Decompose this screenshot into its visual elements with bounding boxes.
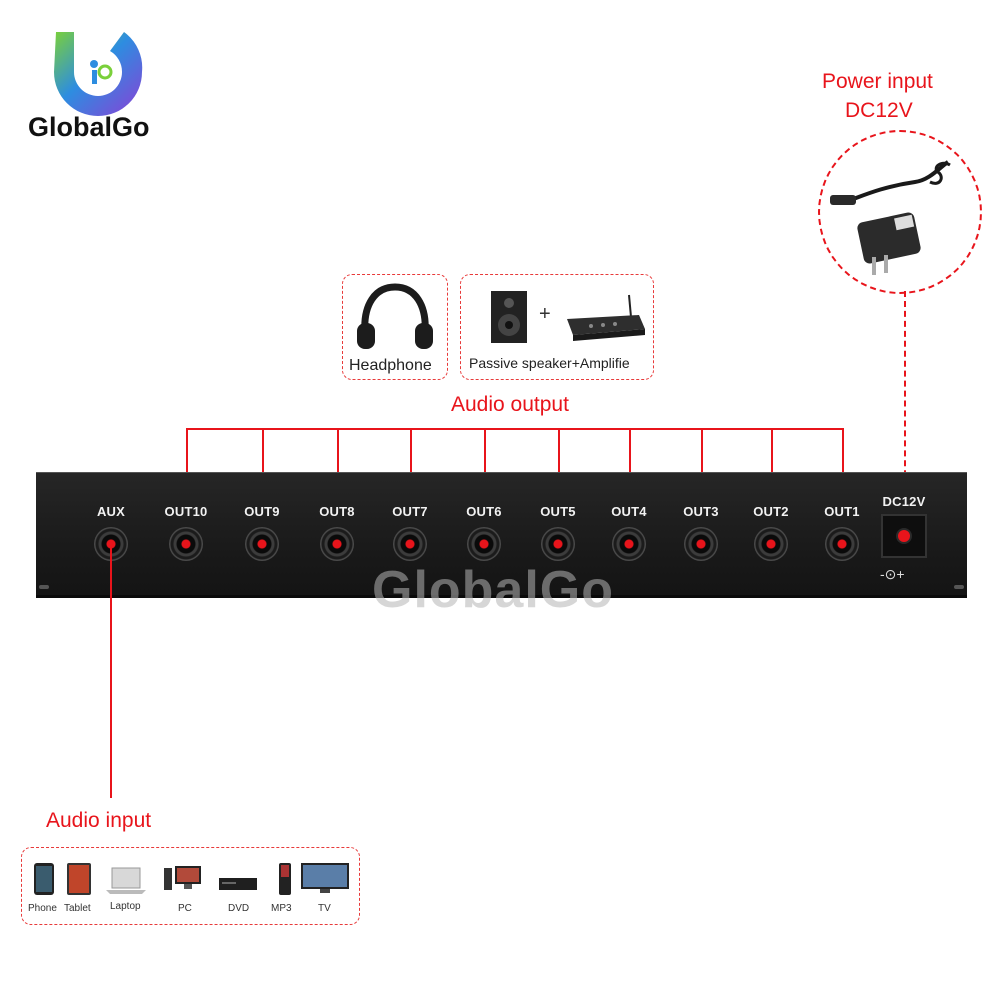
port-label-out3: OUT3 xyxy=(683,504,719,519)
brand-name: GlobalGo xyxy=(28,112,150,142)
source-label-dvd: DVD xyxy=(228,903,250,914)
aux-port-label: AUX xyxy=(96,504,126,519)
source-label-tv: TV xyxy=(318,903,331,914)
jack-out8[interactable] xyxy=(320,527,354,561)
headphone-caption: Headphone xyxy=(349,357,432,374)
jack-out6[interactable] xyxy=(467,527,501,561)
tv-icon xyxy=(301,863,349,893)
audio-sources-box: Phone Tablet Laptop PC DVD MP3 TV xyxy=(21,847,360,925)
dc-power-jack[interactable] xyxy=(881,514,927,558)
laptop-icon xyxy=(106,867,146,894)
port-label-out7: OUT7 xyxy=(392,504,428,519)
source-label-pc: PC xyxy=(178,903,192,914)
aux-input-line xyxy=(110,545,112,798)
port-label-out1: OUT1 xyxy=(824,504,860,519)
jack-out5[interactable] xyxy=(541,527,575,561)
port-label-out6: OUT6 xyxy=(466,504,502,519)
jack-out9[interactable] xyxy=(245,527,279,561)
power-connector-line xyxy=(904,291,906,536)
jack-out1[interactable] xyxy=(825,527,859,561)
dc-power-jack-center xyxy=(898,530,910,542)
source-label-tablet: Tablet xyxy=(64,903,91,914)
jack-out2[interactable] xyxy=(754,527,788,561)
source-label-mp3: MP3 xyxy=(271,903,292,914)
power-input-title: Power input xyxy=(822,70,933,93)
jack-out3[interactable] xyxy=(684,527,718,561)
dc-port-label: DC12V xyxy=(882,494,926,509)
brand-logo: GlobalGo xyxy=(28,20,168,150)
device-screw-left xyxy=(39,585,49,589)
port-label-out4: OUT4 xyxy=(611,504,647,519)
phone-icon xyxy=(34,863,54,895)
device-screw-right xyxy=(954,585,964,589)
headphone-box: Headphone xyxy=(342,274,448,380)
power-adapter-icon xyxy=(830,160,951,275)
dvd-icon xyxy=(219,878,257,890)
audio-input-title: Audio input xyxy=(46,809,152,832)
mp3-icon xyxy=(279,863,291,895)
plus-sign: + xyxy=(539,303,551,325)
amplifier-icon xyxy=(567,294,645,341)
headphone-icon xyxy=(357,283,433,349)
audio-output-title: Audio output xyxy=(451,393,569,416)
source-label-phone: Phone xyxy=(28,903,57,914)
port-label-out2: OUT2 xyxy=(753,504,789,519)
polarity-symbol: -⊙+ xyxy=(880,566,905,582)
port-label-out9: OUT9 xyxy=(244,504,280,519)
speaker-amplifier-box: + Passive speaker+Amplifie xyxy=(460,274,654,380)
speaker-icon xyxy=(491,291,527,343)
source-label-laptop: Laptop xyxy=(110,901,141,912)
port-label-out5: OUT5 xyxy=(540,504,576,519)
power-adapter-circle xyxy=(818,130,982,294)
output-bus-line xyxy=(186,428,842,430)
port-label-out8: OUT8 xyxy=(319,504,355,519)
speaker-caption: Passive speaker+Amplifie xyxy=(469,355,630,371)
jack-out10[interactable] xyxy=(169,527,203,561)
pc-icon xyxy=(164,866,201,890)
brand-watermark: GlobalGo xyxy=(372,561,614,619)
tablet-icon xyxy=(67,863,91,895)
jack-out4[interactable] xyxy=(612,527,646,561)
jack-out7[interactable] xyxy=(393,527,427,561)
power-input-spec: DC12V xyxy=(845,99,913,122)
brand-logo-mark xyxy=(54,32,143,116)
port-label-out10: OUT10 xyxy=(164,504,208,519)
